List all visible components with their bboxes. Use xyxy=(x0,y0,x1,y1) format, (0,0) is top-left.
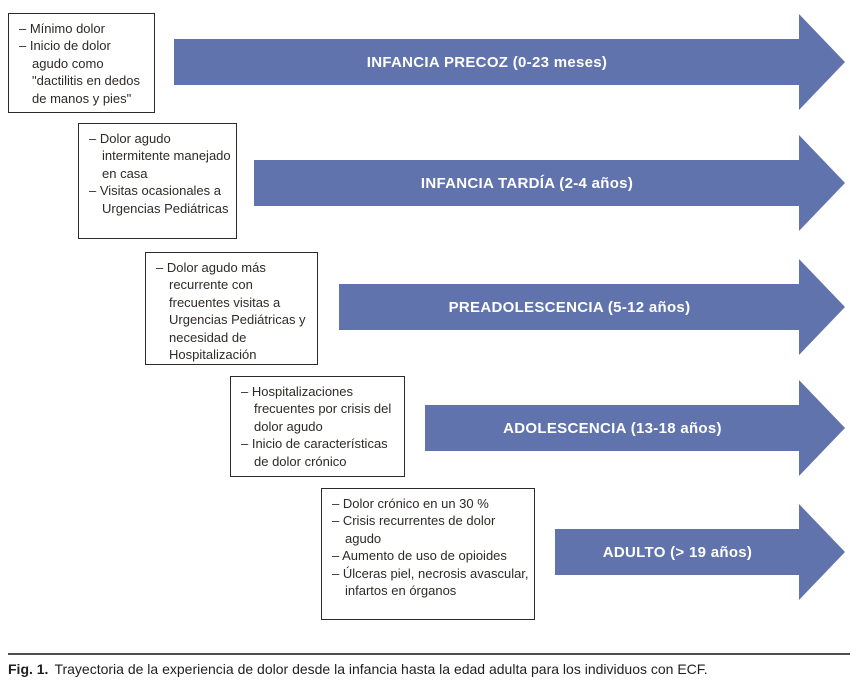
note-box-adolescencia: – Hospitalizaciones frecuentes por crisi… xyxy=(230,376,405,477)
bullet-item: – Dolor crónico en un 30 % xyxy=(332,496,489,511)
note-box-infancia-precoz: – Mínimo dolor – Inicio de dolor agudo c… xyxy=(8,13,155,113)
arrow-adulto: ADULTO (> 19 años) xyxy=(555,529,800,575)
arrow-head-icon xyxy=(799,504,845,600)
arrow-infancia-precoz: INFANCIA PRECOZ (0-23 meses) xyxy=(174,39,800,85)
arrow-head-icon xyxy=(799,380,845,476)
arrow-label: INFANCIA PRECOZ (0-23 meses) xyxy=(366,53,608,71)
bullet-item: – Inicio de dolor agudo como "dactilitis… xyxy=(19,38,140,106)
note-box-infancia-tardia: – Dolor agudo intermitente manejado en c… xyxy=(78,123,237,239)
bullet-item: – Hospitalizaciones frecuentes por crisi… xyxy=(241,384,392,434)
arrow-head-icon xyxy=(799,135,845,231)
bullet-item: – Inicio de características de dolor cró… xyxy=(241,436,388,469)
figure-caption-text: Trayectoria de la experiencia de dolor d… xyxy=(54,661,708,677)
bullet-list: – Hospitalizaciones frecuentes por crisi… xyxy=(241,383,400,470)
bullet-item: – Crisis recurrentes de dolor agudo xyxy=(332,513,496,546)
bullet-list: – Dolor crónico en un 30 % – Crisis recu… xyxy=(332,495,530,599)
figure-caption-label: Fig. 1. xyxy=(8,661,49,677)
arrow-label: PREADOLESCENCIA (5-12 años) xyxy=(448,298,691,316)
bullet-item: – Mínimo dolor xyxy=(19,21,105,36)
arrow-head-icon xyxy=(799,14,845,110)
bullet-list: – Dolor agudo más recurrente con frecuen… xyxy=(156,259,313,363)
arrow-label: ADULTO (> 19 años) xyxy=(602,543,753,561)
figure-caption: Fig. 1. Trayectoria de la experiencia de … xyxy=(8,660,850,679)
bullet-item: – Visitas ocasionales a Urgencias Pediát… xyxy=(89,183,229,216)
arrow-adolescencia: ADOLESCENCIA (13-18 años) xyxy=(425,405,800,451)
bullet-item: – Aumento de uso de opioides xyxy=(332,548,507,564)
arrow-label: INFANCIA TARDÍA (2-4 años) xyxy=(420,174,634,192)
bullet-list: – Dolor agudo intermitente manejado en c… xyxy=(89,130,232,217)
caption-divider xyxy=(8,653,850,655)
note-box-preadolescencia: – Dolor agudo más recurrente con frecuen… xyxy=(145,252,318,365)
bullet-list: – Mínimo dolor – Inicio de dolor agudo c… xyxy=(19,20,150,107)
arrow-head-icon xyxy=(799,259,845,355)
bullet-item: – Dolor agudo intermitente manejado en c… xyxy=(89,131,231,181)
arrow-infancia-tardia: INFANCIA TARDÍA (2-4 años) xyxy=(254,160,800,206)
arrow-label: ADOLESCENCIA (13-18 años) xyxy=(503,419,722,437)
arrow-preadolescencia: PREADOLESCENCIA (5-12 años) xyxy=(339,284,800,330)
bullet-item: – Dolor agudo más recurrente con frecuen… xyxy=(156,260,306,363)
bullet-item: – Úlceras piel, necrosis avascular, infa… xyxy=(332,565,529,599)
note-box-adulto: – Dolor crónico en un 30 % – Crisis recu… xyxy=(321,488,535,620)
